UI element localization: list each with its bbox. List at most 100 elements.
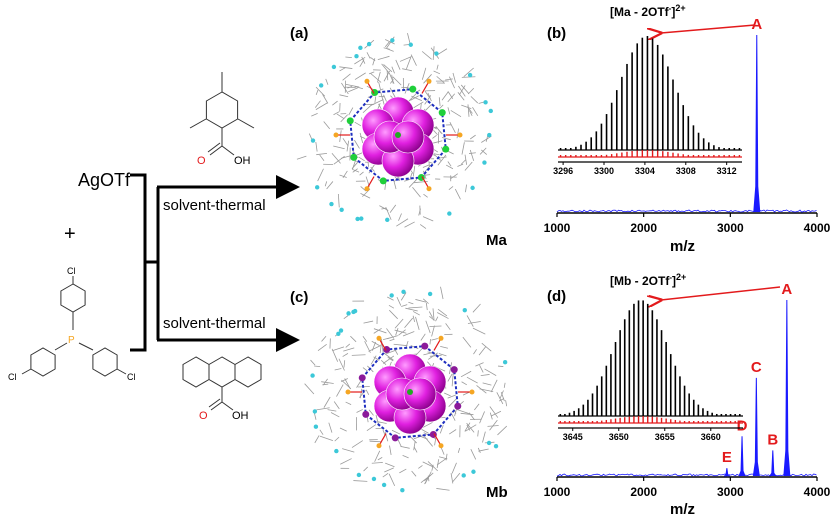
ligand-bond	[334, 436, 340, 442]
ligand-bond	[499, 390, 504, 400]
ligand-bond	[368, 345, 381, 352]
ligand-bond	[449, 122, 456, 134]
ligand-bond	[464, 161, 473, 171]
ligand-bond	[393, 343, 408, 347]
ligand-bond	[345, 343, 351, 348]
ligand-bond	[450, 412, 456, 421]
phosphine-ligand-structure	[21, 276, 127, 377]
ligand-bond	[342, 73, 351, 81]
ligand-bond	[391, 429, 401, 435]
trimethylbenzoic-acid-structure	[189, 72, 255, 156]
ligand-bond	[440, 286, 444, 300]
ligand-bond	[362, 336, 368, 342]
ligand-bond	[366, 52, 371, 59]
reagent-agotf: AgOTf	[78, 170, 131, 190]
spectrum-peak-a	[753, 34, 761, 213]
ligand-bond	[321, 335, 327, 342]
aryl-ring	[92, 347, 118, 377]
ligand-bond	[354, 56, 366, 65]
ligand-bond	[325, 78, 329, 85]
ligand-bond	[374, 96, 377, 103]
ligand-bond	[449, 76, 455, 89]
ligand-bond	[404, 83, 410, 94]
ligand-bond	[340, 114, 348, 123]
hydrogen-atom	[310, 373, 315, 378]
ligand-bond	[381, 63, 390, 73]
ligand-bond	[490, 379, 498, 393]
x-tick-label: 2000	[630, 221, 657, 235]
spectrum-peak-b	[769, 450, 777, 477]
ligand-bond	[436, 64, 439, 70]
phosphorus-atom	[426, 186, 432, 192]
ligand-bond	[315, 141, 318, 152]
ligand-bond	[380, 360, 387, 365]
ligand-bond	[404, 221, 415, 228]
ligand-bond	[365, 389, 370, 395]
ligand-bond	[359, 135, 366, 140]
ligand-bond	[462, 336, 472, 348]
ligand-bond	[387, 296, 394, 301]
silver-atom	[438, 109, 446, 117]
ligand-bond	[460, 370, 472, 378]
hydrogen-atom	[336, 331, 341, 336]
ligand-bond	[323, 396, 331, 408]
ligand-bond	[447, 93, 456, 103]
ligand-bond	[421, 422, 433, 429]
ligand-bond	[423, 74, 432, 84]
ligand-bond	[321, 381, 334, 384]
ligand-bond	[448, 398, 457, 407]
ligand-bond	[422, 298, 429, 304]
product-label-ma: Ma	[486, 232, 507, 249]
ligand-bond	[458, 85, 466, 96]
hydrogen-atom	[355, 216, 360, 222]
silver-atom	[358, 374, 366, 382]
hydrogen-atom	[358, 45, 363, 51]
ligand-bond	[336, 113, 345, 120]
ligand-bond	[394, 329, 407, 334]
spectrum-peak-e	[723, 468, 730, 477]
ligand-bond	[469, 149, 475, 161]
ligand-bond	[371, 341, 377, 351]
ligand-bond	[330, 412, 340, 418]
ligand-bond	[424, 90, 430, 98]
ligand-bond	[466, 376, 478, 384]
ligand-bond	[437, 154, 447, 166]
ligand-bond	[470, 96, 479, 104]
inset-x-tick-label: 3304	[635, 166, 655, 176]
ligand-bond	[345, 83, 360, 88]
ligand-bond	[422, 170, 427, 180]
ligand-bond	[447, 107, 451, 115]
ligand-bond	[319, 154, 325, 161]
ligand-bond	[454, 188, 461, 200]
ligand-bond	[382, 472, 389, 478]
condition-bottom: solvent-thermal	[163, 315, 266, 332]
ligand-bond	[366, 424, 377, 431]
ligand-bond	[322, 93, 329, 104]
phosphorus-atom	[376, 443, 382, 449]
ligand-bond	[311, 113, 318, 117]
ligand-bond	[411, 95, 423, 102]
ligand-bond	[377, 55, 390, 61]
ligand-bond	[452, 472, 461, 482]
ligand-bond	[445, 78, 453, 81]
inset-x-tick-label: 3650	[609, 432, 629, 442]
ligand-bond	[405, 307, 418, 312]
ligand-bond	[382, 429, 386, 436]
ligand-bond	[461, 76, 476, 78]
ligand-bond	[315, 102, 328, 110]
ligand-bond	[324, 181, 328, 187]
ligand-bond	[449, 362, 453, 375]
ligand-bond	[429, 315, 435, 321]
ligand-bond	[438, 353, 447, 357]
ligand-bond	[381, 338, 384, 353]
ligand-bond	[413, 101, 424, 109]
spectrum-baseline	[556, 473, 817, 477]
ligand-bond	[496, 392, 504, 405]
ligand-bond	[497, 365, 504, 367]
hydrogen-atom	[352, 308, 358, 314]
spectrum-title-d: [Mb - 2OTf-]2+	[610, 272, 686, 288]
ligand-bond	[388, 309, 398, 320]
ligand-bond	[436, 488, 450, 491]
aromatic-ring	[205, 91, 239, 129]
